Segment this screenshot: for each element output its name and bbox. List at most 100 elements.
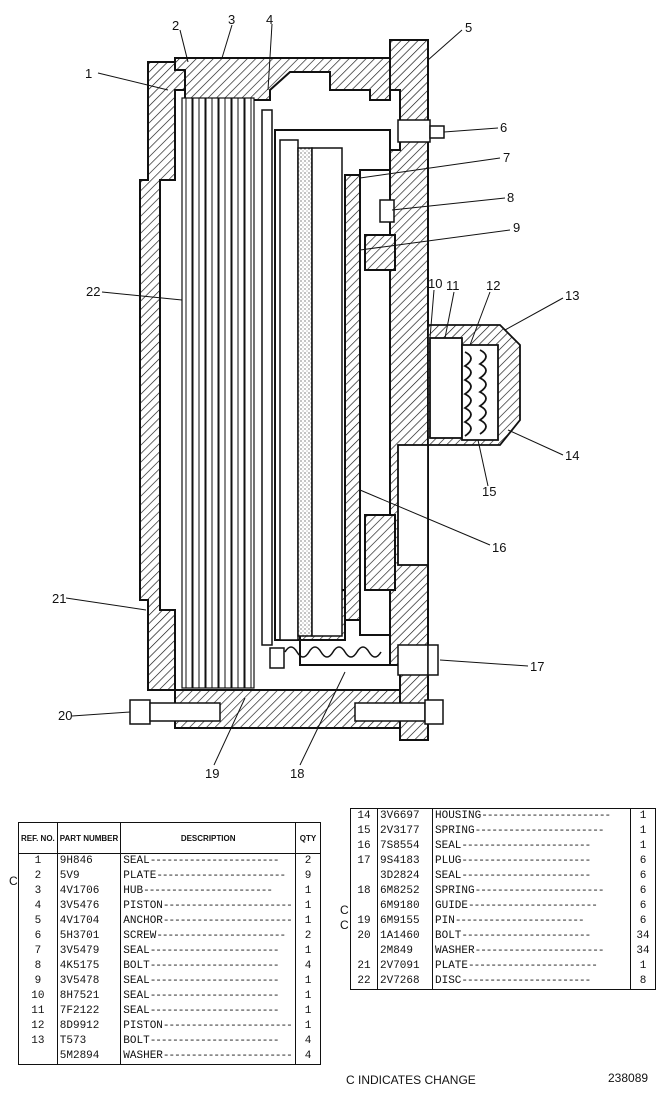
part-number-cell: 3V5479 (57, 944, 122, 959)
description-cell: WASHER----------------------- (432, 944, 631, 959)
ref-cell-text: 5 (34, 915, 42, 927)
ref-cell: 6 (18, 929, 58, 944)
qty-cell: 1 (296, 974, 321, 989)
part-number-cell-text: 7S8554 (380, 840, 420, 852)
ref-cell: 8 (18, 959, 58, 974)
ref-cell-text: 15 (357, 825, 371, 837)
part-number-cell: 9S4183 (377, 854, 433, 869)
part-number-cell-text: 6M9180 (380, 900, 420, 912)
qty-cell: 4 (296, 1049, 321, 1065)
description-cell-text: HOUSING (435, 810, 482, 822)
qty-cell: 6 (631, 869, 656, 884)
description-cell: SCREW----------------------- (120, 929, 296, 944)
qty-cell: 1 (296, 1019, 321, 1034)
callout-1: 1 (85, 66, 92, 81)
qty-cell: 1 (296, 914, 321, 929)
ref-cell-text: 3 (34, 885, 42, 897)
ref-cell: 2 (18, 869, 58, 884)
callout-5: 5 (465, 20, 472, 35)
qty-cell-text: 6 (639, 885, 647, 897)
callout-15: 15 (482, 484, 496, 499)
ref-cell-text: 4 (34, 900, 42, 912)
ref-cell (350, 944, 378, 959)
ref-cell: 19 (350, 914, 378, 929)
ref-cell-text: 14 (357, 810, 371, 822)
description-cell: SEAL----------------------- (432, 869, 631, 884)
part-number-cell-text: 6M9155 (380, 915, 420, 927)
part-number-cell-text: 4V1706 (59, 885, 100, 897)
part-number-cell-text: 9H846 (59, 855, 93, 867)
part-number-cell: 4V1706 (57, 884, 122, 899)
qty-cell: 6 (631, 899, 656, 914)
part-number-cell: 4V1704 (57, 914, 122, 929)
qty-cell-text: 1 (639, 825, 647, 837)
description-cell-text: SEAL (123, 990, 150, 1002)
ref-cell: 10 (18, 989, 58, 1004)
part-number-cell-text: 6M8252 (380, 885, 420, 897)
part-number-cell: 6M9155 (377, 914, 433, 929)
ref-cell: 7 (18, 944, 58, 959)
ref-cell-text: 18 (357, 885, 371, 897)
part-number-cell: 5H3701 (57, 929, 122, 944)
ref-cell: 16 (350, 839, 378, 854)
part-number-cell-text: 3V5478 (59, 975, 100, 987)
qty-cell-text: 6 (639, 900, 647, 912)
ref-cell-text: 2 (34, 870, 42, 882)
description-cell: BOLT----------------------- (432, 929, 631, 944)
part-number-cell-text: 4V1704 (59, 915, 100, 927)
qty-cell-text: 1 (304, 945, 312, 957)
ref-cell: 11 (18, 1004, 58, 1019)
ref-cell: 17 (350, 854, 378, 869)
description-cell-text: SEAL (435, 840, 462, 852)
leader-lines (65, 23, 564, 766)
ref-cell: 5 (18, 914, 58, 929)
part-number-cell: 2V7091 (377, 959, 433, 974)
header-ref: REF. NO. (18, 822, 58, 854)
description-cell-text: PIN (435, 915, 455, 927)
callout-8: 8 (507, 190, 514, 205)
qty-cell: 34 (631, 929, 656, 944)
part-number-cell-text: 5H3701 (59, 930, 100, 942)
qty-cell-text: 34 (636, 930, 650, 942)
callout-4: 4 (266, 12, 273, 27)
callout-11: 11 (446, 278, 460, 293)
part-number-cell-text: 2V3177 (380, 825, 420, 837)
description-cell-text: HUB (123, 885, 144, 897)
ref-cell: 22 (350, 974, 378, 990)
description-cell-text: GUIDE (435, 900, 469, 912)
footer-note: C INDICATES CHANGE (346, 1073, 476, 1087)
qty-cell: 1 (296, 899, 321, 914)
part-number-cell: 8D9912 (57, 1019, 122, 1034)
description-cell: PLATE----------------------- (120, 869, 296, 884)
qty-cell: 1 (296, 884, 321, 899)
qty-cell-text: 9 (304, 870, 312, 882)
qty-cell: 4 (296, 1034, 321, 1049)
ref-cell-text: 6 (34, 930, 42, 942)
description-cell: SEAL----------------------- (120, 853, 296, 869)
ref-cell-text: 19 (357, 915, 371, 927)
piston-body (261, 109, 343, 646)
part-number-cell-text: 2V7268 (380, 975, 420, 987)
part-number-cell: 1A1460 (377, 929, 433, 944)
ref-cell-text: 9 (34, 975, 42, 987)
description-cell: PLUG----------------------- (432, 854, 631, 869)
part-number-cell: 4K5175 (57, 959, 122, 974)
callout-6: 6 (500, 120, 507, 135)
part-number-cell: 7F2122 (57, 1004, 122, 1019)
qty-cell-text: 1 (304, 915, 312, 927)
qty-cell-text: 1 (304, 975, 312, 987)
qty-cell-text: 1 (304, 900, 312, 912)
ref-cell: 4 (18, 899, 58, 914)
qty-cell: 1 (296, 989, 321, 1004)
qty-cell-text: 1 (639, 810, 647, 822)
ref-cell: 13 (18, 1034, 58, 1049)
